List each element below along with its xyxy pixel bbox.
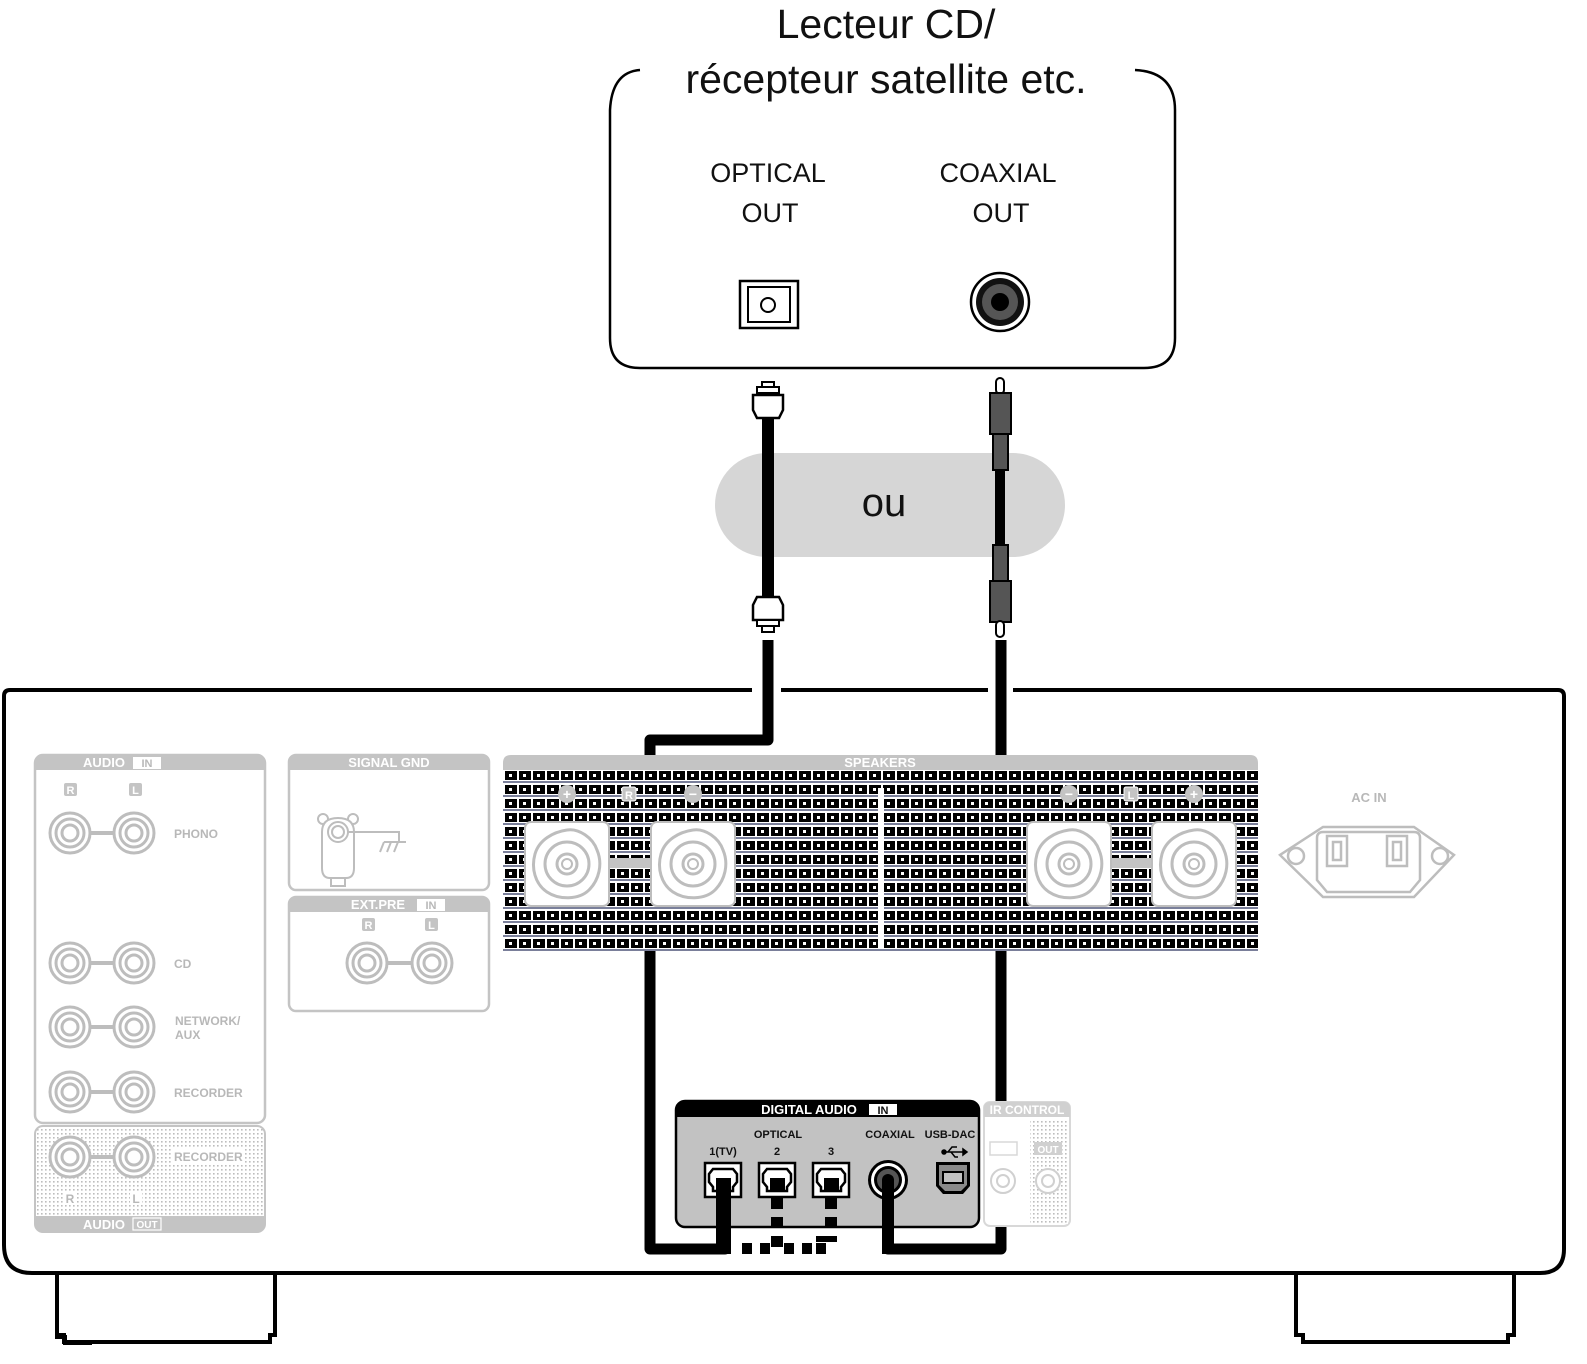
phono-r-jack-icon[interactable] <box>48 811 92 855</box>
digital-audio-in-section: DIGITAL AUDIO IN OPTICAL 1(TV) 2 3 COAXI… <box>674 1099 981 1229</box>
usb-b-port-icon[interactable] <box>936 1162 970 1194</box>
ir-control-header: IR CONTROL <box>990 1103 1065 1117</box>
coaxial-plug-bottom-icon <box>989 544 1012 638</box>
choice-or-label: ou <box>862 481 907 525</box>
coaxial-out-label-line2: OUT <box>973 198 1030 228</box>
signal-gnd-header: SIGNAL GND <box>348 755 429 770</box>
recorder-in-r-jack-icon[interactable] <box>48 1070 92 1114</box>
speaker-r-minus-terminal-icon[interactable] <box>649 820 737 908</box>
recorder-out-r-jack-icon[interactable] <box>48 1135 92 1179</box>
speaker-l-plus-terminal-icon[interactable] <box>1150 820 1238 908</box>
optical-out-label-line1: OPTICAL <box>710 158 826 188</box>
ir-control-section: IR CONTROL OUT <box>983 1101 1071 1227</box>
ext-pre-channel-l: L <box>428 920 435 932</box>
optical-out-label-line2: OUT <box>742 198 799 228</box>
digital-audio-header: DIGITAL AUDIO <box>761 1102 857 1117</box>
source-device-outline <box>608 68 1177 370</box>
ext-pre-channel-r: R <box>365 920 373 932</box>
input-label-cd: CD <box>174 957 192 971</box>
cd-l-jack-icon[interactable] <box>112 941 156 985</box>
ext-pre-l-jack-icon[interactable] <box>410 941 454 985</box>
speaker-l-minus-icon: − <box>1060 785 1078 803</box>
ext-pre-section: EXT.PRE IN R L <box>287 895 491 1013</box>
svg-text:−: − <box>1065 786 1073 802</box>
usb-symbol-icon <box>941 1146 969 1158</box>
left-foot-outline <box>55 1273 277 1344</box>
input-label-network: NETWORK/ <box>175 1014 241 1028</box>
left-foot <box>55 1273 92 1345</box>
speaker-r-plus-icon: + <box>558 785 576 803</box>
ground-terminal-icon[interactable] <box>317 813 406 887</box>
audio-in-channel-r: R <box>67 785 75 797</box>
source-device-title-line1: Lecteur CD/ <box>777 1 996 47</box>
phono-l-jack-icon[interactable] <box>112 811 156 855</box>
input-label-recorder: RECORDER <box>174 1086 243 1100</box>
audio-in-badge: IN <box>142 758 153 770</box>
amplifier-rear-panel <box>2 688 1566 1345</box>
ext-pre-header: EXT.PRE <box>351 897 406 912</box>
optical-plug-top-icon <box>751 381 785 420</box>
coaxial-cable-end <box>882 1180 894 1254</box>
ir-control-out-jack-icon[interactable] <box>1035 1168 1061 1194</box>
audio-in-section: AUDIO IN R L PHONO CD NETWORK/ AUX RECOR… <box>33 753 267 1125</box>
audio-out-badge: OUT <box>136 1220 157 1231</box>
usb-dac-label: USB-DAC <box>925 1129 976 1141</box>
network-aux-l-jack-icon[interactable] <box>112 1005 156 1049</box>
cd-r-jack-icon[interactable] <box>48 941 92 985</box>
audio-in-channel-l: L <box>132 785 139 797</box>
speaker-r-label: R <box>625 790 633 802</box>
source-device: Lecteur CD/ récepteur satellite etc. OPT… <box>608 1 1177 370</box>
network-aux-r-jack-icon[interactable] <box>48 1005 92 1049</box>
speaker-l-plus-icon: + <box>1185 785 1203 803</box>
recorder-out-l-jack-icon[interactable] <box>112 1135 156 1179</box>
speakers-header: SPEAKERS <box>844 755 916 770</box>
source-device-title-line2: récepteur satellite etc. <box>685 56 1086 102</box>
optical-out-port-icon[interactable] <box>738 279 800 330</box>
optical-port-3-label: 3 <box>828 1146 834 1158</box>
svg-text:+: + <box>563 786 571 802</box>
output-label-recorder: RECORDER <box>174 1150 243 1164</box>
audio-out-header: AUDIO <box>83 1217 125 1232</box>
ac-in-section: AC IN <box>1278 790 1456 899</box>
audio-in-header: AUDIO <box>83 755 125 770</box>
svg-text:−: − <box>689 786 697 802</box>
digital-audio-badge: IN <box>878 1105 889 1117</box>
right-foot-outline <box>1294 1273 1516 1344</box>
ext-pre-badge: IN <box>426 900 437 912</box>
ac-inlet-icon[interactable] <box>1278 825 1456 899</box>
audio-out-section: AUDIO OUT RECORDER R L <box>34 1125 266 1233</box>
optical-plug-bottom-icon <box>751 595 785 633</box>
speaker-r-plus-terminal-icon[interactable] <box>523 820 611 908</box>
speaker-l-label: L <box>1128 790 1135 802</box>
optical-port-1-label: 1(TV) <box>709 1146 737 1158</box>
audio-out-channel-r: R <box>66 1192 75 1206</box>
digital-coaxial-label: COAXIAL <box>865 1129 915 1141</box>
input-label-aux: AUX <box>175 1028 200 1042</box>
optical-cable-end <box>716 1178 839 1254</box>
svg-text:+: + <box>1190 786 1198 802</box>
ir-control-out-badge: OUT <box>1037 1145 1058 1156</box>
audio-out-channel-l: L <box>132 1192 139 1206</box>
ir-control-in-jack-icon[interactable] <box>990 1168 1016 1194</box>
speaker-l-minus-terminal-icon[interactable] <box>1025 820 1113 908</box>
signal-gnd-section: SIGNAL GND <box>287 753 491 892</box>
coaxial-out-label-line1: COAXIAL <box>939 158 1056 188</box>
speakers-section: SPEAKERS + R − − L + <box>503 755 1258 951</box>
ext-pre-r-jack-icon[interactable] <box>345 941 389 985</box>
choice-bubble: ou <box>715 453 1065 557</box>
input-label-phono: PHONO <box>174 827 218 841</box>
speaker-r-minus-icon: − <box>684 785 702 803</box>
optical-port-2-label: 2 <box>774 1146 780 1158</box>
coaxial-plug-top-icon <box>989 377 1012 471</box>
coaxial-out-port-icon[interactable] <box>969 271 1031 333</box>
ac-in-label: AC IN <box>1351 790 1386 805</box>
recorder-in-l-jack-icon[interactable] <box>112 1070 156 1114</box>
digital-optical-label: OPTICAL <box>754 1129 803 1141</box>
